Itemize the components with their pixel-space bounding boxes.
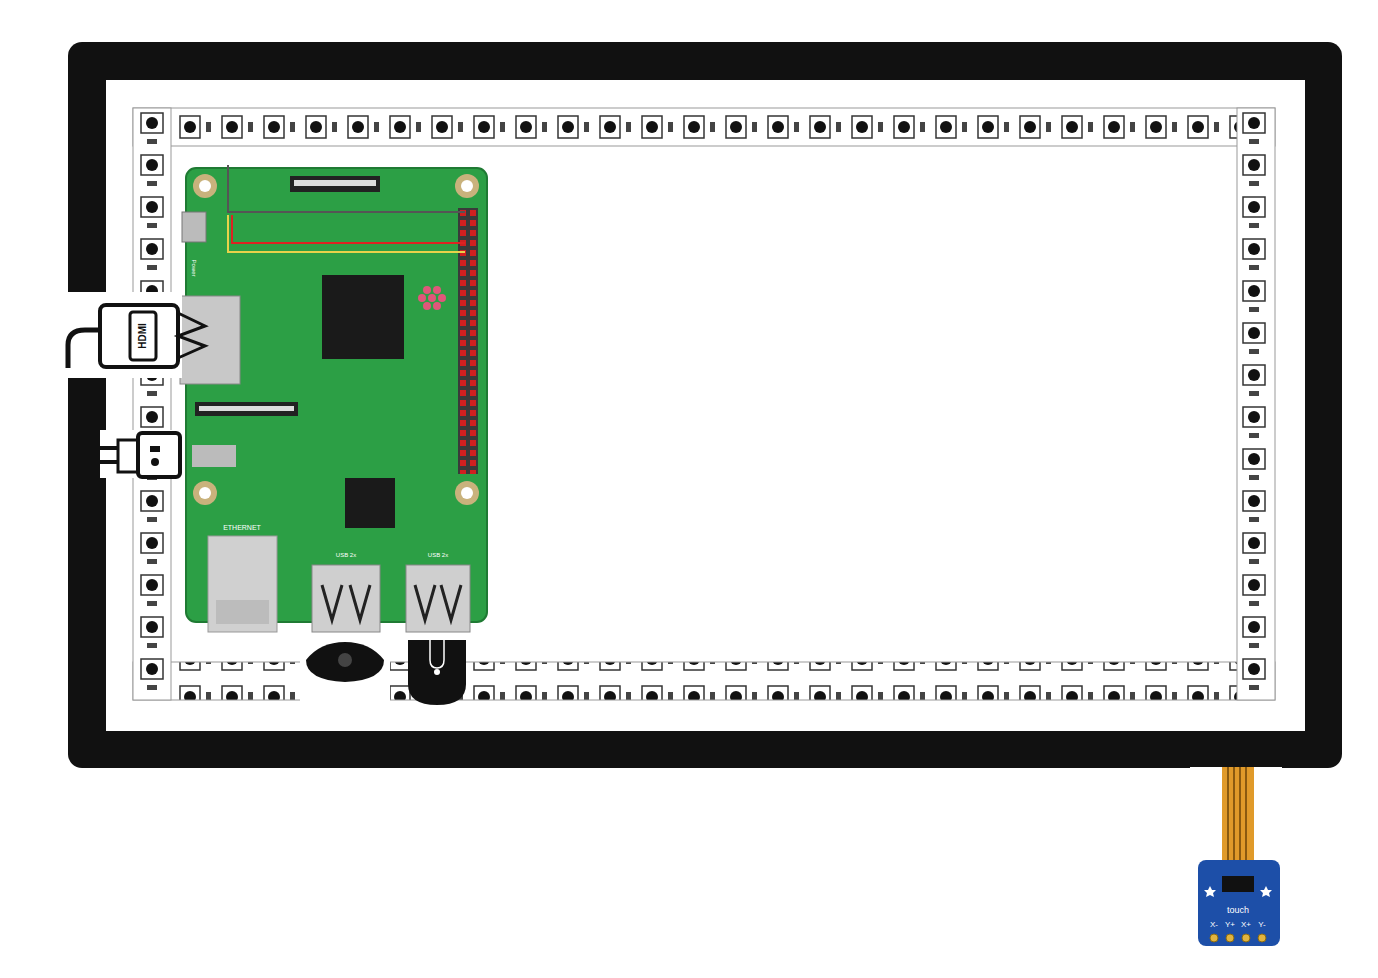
pin-label: X- (1210, 921, 1218, 929)
pin-label: Y- (1258, 921, 1265, 929)
pin-label: Y+ (1225, 921, 1235, 929)
port-label: ETHERNET (223, 524, 261, 531)
pin-label: X+ (1241, 921, 1251, 929)
port-label: USB 2x (428, 552, 448, 558)
cable-label: HDMI (138, 323, 148, 349)
board-label: touch (1227, 906, 1249, 915)
port-label: Power (191, 259, 197, 276)
port-label: USB 2x (336, 552, 356, 558)
